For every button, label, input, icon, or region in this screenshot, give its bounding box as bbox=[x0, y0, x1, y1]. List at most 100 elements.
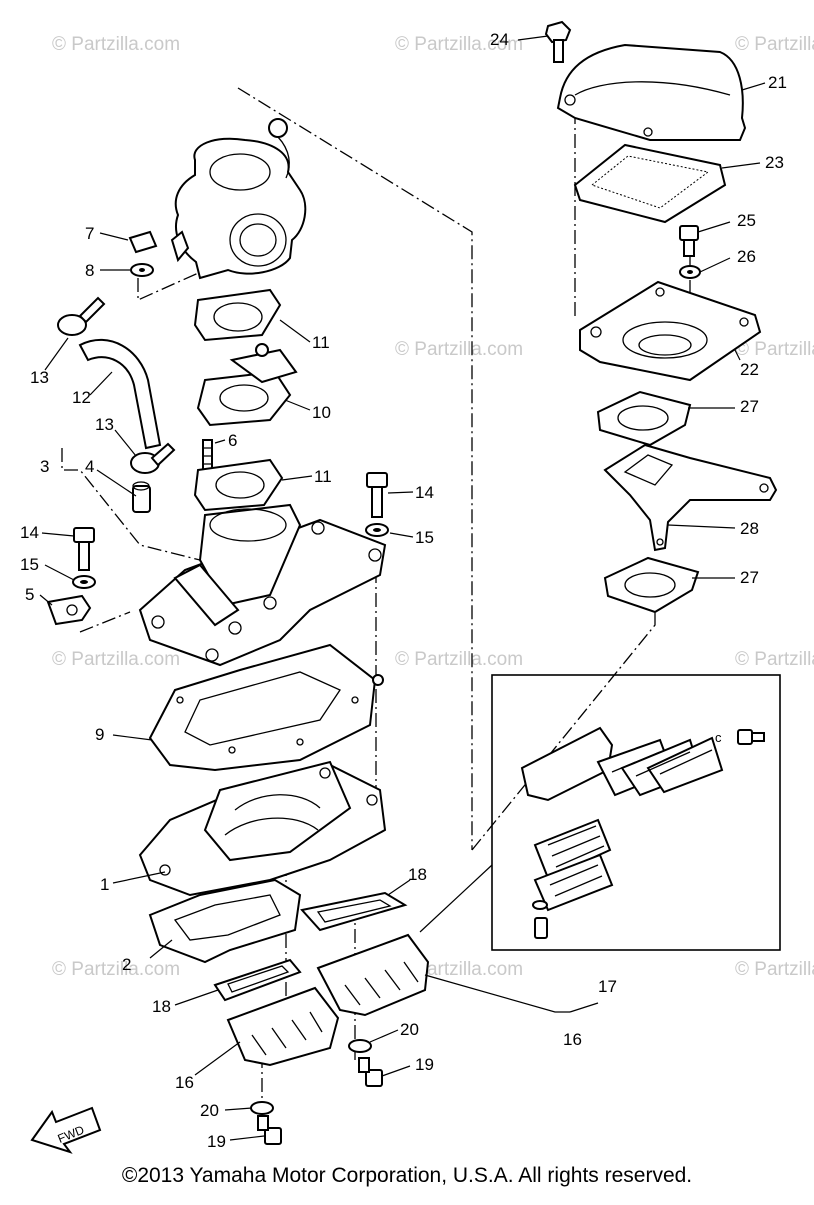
joint-flange bbox=[196, 370, 292, 427]
case-hole bbox=[590, 326, 602, 338]
bolt-head bbox=[264, 1127, 282, 1145]
callout: 16 bbox=[563, 1030, 582, 1049]
gasket-hole bbox=[176, 696, 184, 704]
gasket-plate bbox=[603, 556, 700, 614]
leader-lines bbox=[39, 35, 766, 1141]
gasket-18-left bbox=[213, 958, 302, 1002]
detail-washer-mark: c bbox=[715, 730, 722, 745]
washer-hole bbox=[687, 270, 693, 274]
bracket-hole bbox=[656, 538, 664, 546]
assembly-line bbox=[137, 269, 206, 302]
detail-bolt bbox=[534, 917, 548, 939]
assembly-line bbox=[79, 611, 131, 633]
gasket-sheet bbox=[148, 878, 302, 964]
gasket-18-left-opening bbox=[227, 965, 290, 993]
callout: 18 bbox=[408, 865, 427, 884]
element-frame bbox=[573, 143, 727, 224]
joint-hole bbox=[219, 384, 269, 412]
callout: 28 bbox=[740, 519, 759, 538]
gasket-27-lower bbox=[603, 556, 700, 614]
reed-valve-case-1 bbox=[138, 760, 387, 897]
gasket-sheet bbox=[148, 643, 377, 772]
callout: 11 bbox=[314, 467, 332, 486]
joint-screw bbox=[255, 343, 269, 357]
bolt-head bbox=[73, 527, 95, 543]
bolt-shank bbox=[371, 486, 383, 518]
case-body bbox=[579, 280, 762, 382]
clamp-5 bbox=[46, 594, 92, 626]
joint-10 bbox=[196, 343, 298, 427]
callout: 20 bbox=[400, 1020, 419, 1039]
stud-thread bbox=[203, 447, 212, 465]
callout: 14 bbox=[415, 483, 434, 502]
gasket-plate bbox=[193, 288, 282, 342]
clamp-5-hole bbox=[66, 604, 78, 616]
watermark: © Partzilla.com bbox=[395, 339, 523, 360]
callout: 23 bbox=[765, 153, 784, 172]
bracket-cutout bbox=[623, 454, 674, 486]
gasket-hole bbox=[617, 405, 669, 431]
assembly-line bbox=[237, 87, 473, 850]
reed-valve-detail: c bbox=[520, 726, 765, 939]
clamp-13-upper bbox=[57, 296, 106, 336]
callout: 8 bbox=[85, 261, 94, 280]
callout: 19 bbox=[207, 1132, 226, 1151]
callout: 11 bbox=[312, 333, 330, 352]
bolt-shank bbox=[78, 541, 90, 571]
gasket-plate bbox=[193, 458, 284, 512]
gasket-plate bbox=[596, 390, 692, 447]
hose-12 bbox=[78, 339, 162, 450]
callout: 15 bbox=[20, 555, 39, 574]
callout: 27 bbox=[740, 397, 759, 416]
detail-washer bbox=[532, 900, 548, 910]
bolt-14-right bbox=[366, 472, 388, 518]
callout-labels: 7 8 11 10 6 11 13 12 13 3 4 14 15 14 15 … bbox=[20, 30, 787, 1151]
gasket-hole bbox=[215, 471, 265, 499]
callout: 19 bbox=[415, 1055, 434, 1074]
callout: 3 bbox=[40, 457, 49, 476]
bolt-shank bbox=[358, 1057, 370, 1073]
gasket-18-right-opening bbox=[316, 899, 392, 923]
bracket-28 bbox=[603, 443, 778, 552]
callout: 1 bbox=[100, 875, 109, 894]
callout: 24 bbox=[490, 30, 509, 49]
reed-valve-16-left bbox=[226, 986, 340, 1067]
silencer-cover-21 bbox=[556, 43, 747, 141]
gasket-2 bbox=[148, 878, 302, 964]
case-port bbox=[234, 794, 321, 811]
case-hole bbox=[655, 287, 665, 297]
clamp-tab bbox=[150, 442, 176, 467]
bolt-head bbox=[366, 472, 388, 488]
callout: 14 bbox=[20, 523, 39, 542]
watermark: © Partzilla.com bbox=[735, 649, 814, 670]
callout: 9 bbox=[95, 725, 104, 744]
bracket-hole bbox=[759, 483, 769, 493]
manifold-port bbox=[209, 508, 287, 542]
bolt-14-left bbox=[73, 527, 95, 571]
gasket-opening bbox=[184, 671, 341, 746]
assembly-line bbox=[471, 590, 656, 851]
clamp-tab bbox=[78, 296, 106, 324]
washer-20-right bbox=[348, 1039, 372, 1053]
copyright-notice: ©2013 Yamaha Motor Corporation, U.S.A. A… bbox=[121, 1164, 693, 1187]
manifold-bolt-hole bbox=[205, 648, 219, 662]
reed-block bbox=[226, 986, 340, 1067]
case-port bbox=[224, 817, 319, 836]
callout: 27 bbox=[740, 568, 759, 587]
detail-reed-petal bbox=[646, 736, 724, 794]
watermark: © Partzilla.com bbox=[52, 959, 180, 980]
manifold-neck bbox=[198, 503, 302, 607]
case-bolt-hole bbox=[159, 864, 171, 876]
screw-head bbox=[737, 729, 753, 745]
cover-shell bbox=[556, 43, 747, 141]
manifold-bolt-hole bbox=[368, 548, 382, 562]
bolt-shank bbox=[553, 39, 564, 63]
bolt-19-right bbox=[358, 1057, 383, 1087]
carburetor-throat bbox=[229, 213, 287, 267]
case-body bbox=[203, 760, 352, 862]
carburetor-knob bbox=[268, 118, 288, 138]
manifold-bolt-hole bbox=[228, 621, 242, 635]
callout: 16 bbox=[175, 1073, 194, 1092]
